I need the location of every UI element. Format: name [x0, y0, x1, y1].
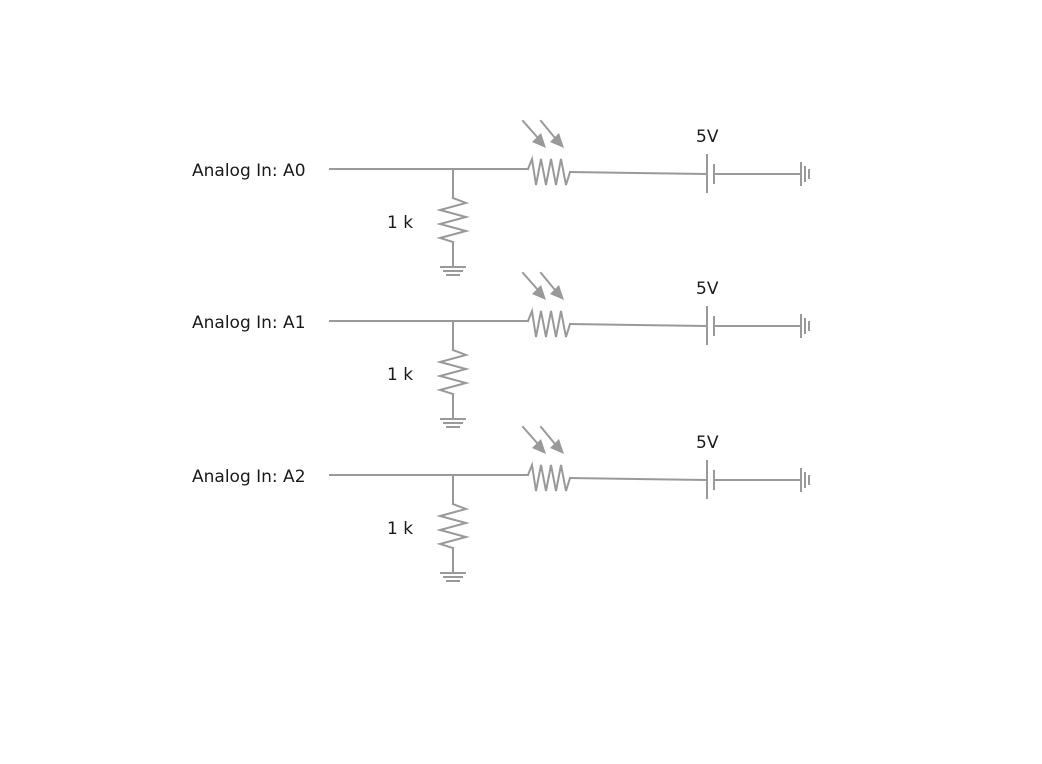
pull-down-resistor-symbol [436, 348, 470, 396]
analog-input-label: Analog In: A0 [192, 161, 306, 181]
chassis-ground-icon [800, 468, 810, 492]
analog-input-label: Analog In: A2 [192, 467, 306, 487]
photoresistor-symbol [526, 461, 572, 492]
photoresistor-symbol [526, 155, 572, 186]
light-arrows-icon [521, 271, 564, 300]
ground-symbol [440, 572, 466, 582]
chassis-ground-icon [800, 314, 810, 338]
pull-down-resistor-label: 1 k [387, 519, 413, 539]
pull-down-resistor-label: 1 k [387, 213, 413, 233]
battery-icon [706, 154, 715, 193]
circuit-a1: Analog In: A1 1 k 5V [192, 271, 810, 428]
circuit-a0: Analog In: A0 1 k 5V [192, 119, 810, 276]
pull-down-resistor-symbol [436, 196, 470, 244]
supply-wire [568, 476, 708, 482]
circuit-a2: Analog In: A2 1 k 5V [192, 425, 810, 582]
supply-wire [568, 322, 708, 328]
voltage-source-label: 5V [696, 279, 719, 299]
light-arrows-icon [521, 119, 564, 148]
light-arrows-icon [521, 425, 564, 454]
chassis-ground-icon [800, 162, 810, 186]
supply-wire [568, 170, 708, 176]
photoresistor-symbol [526, 307, 572, 338]
analog-input-label: Analog In: A1 [192, 313, 306, 333]
battery-icon [706, 460, 715, 499]
pull-down-resistor-label: 1 k [387, 365, 413, 385]
pull-down-resistor-symbol [436, 502, 470, 550]
ground-symbol [440, 266, 466, 276]
voltage-source-label: 5V [696, 127, 719, 147]
ground-symbol [440, 418, 466, 428]
battery-icon [706, 306, 715, 345]
voltage-source-label: 5V [696, 433, 719, 453]
